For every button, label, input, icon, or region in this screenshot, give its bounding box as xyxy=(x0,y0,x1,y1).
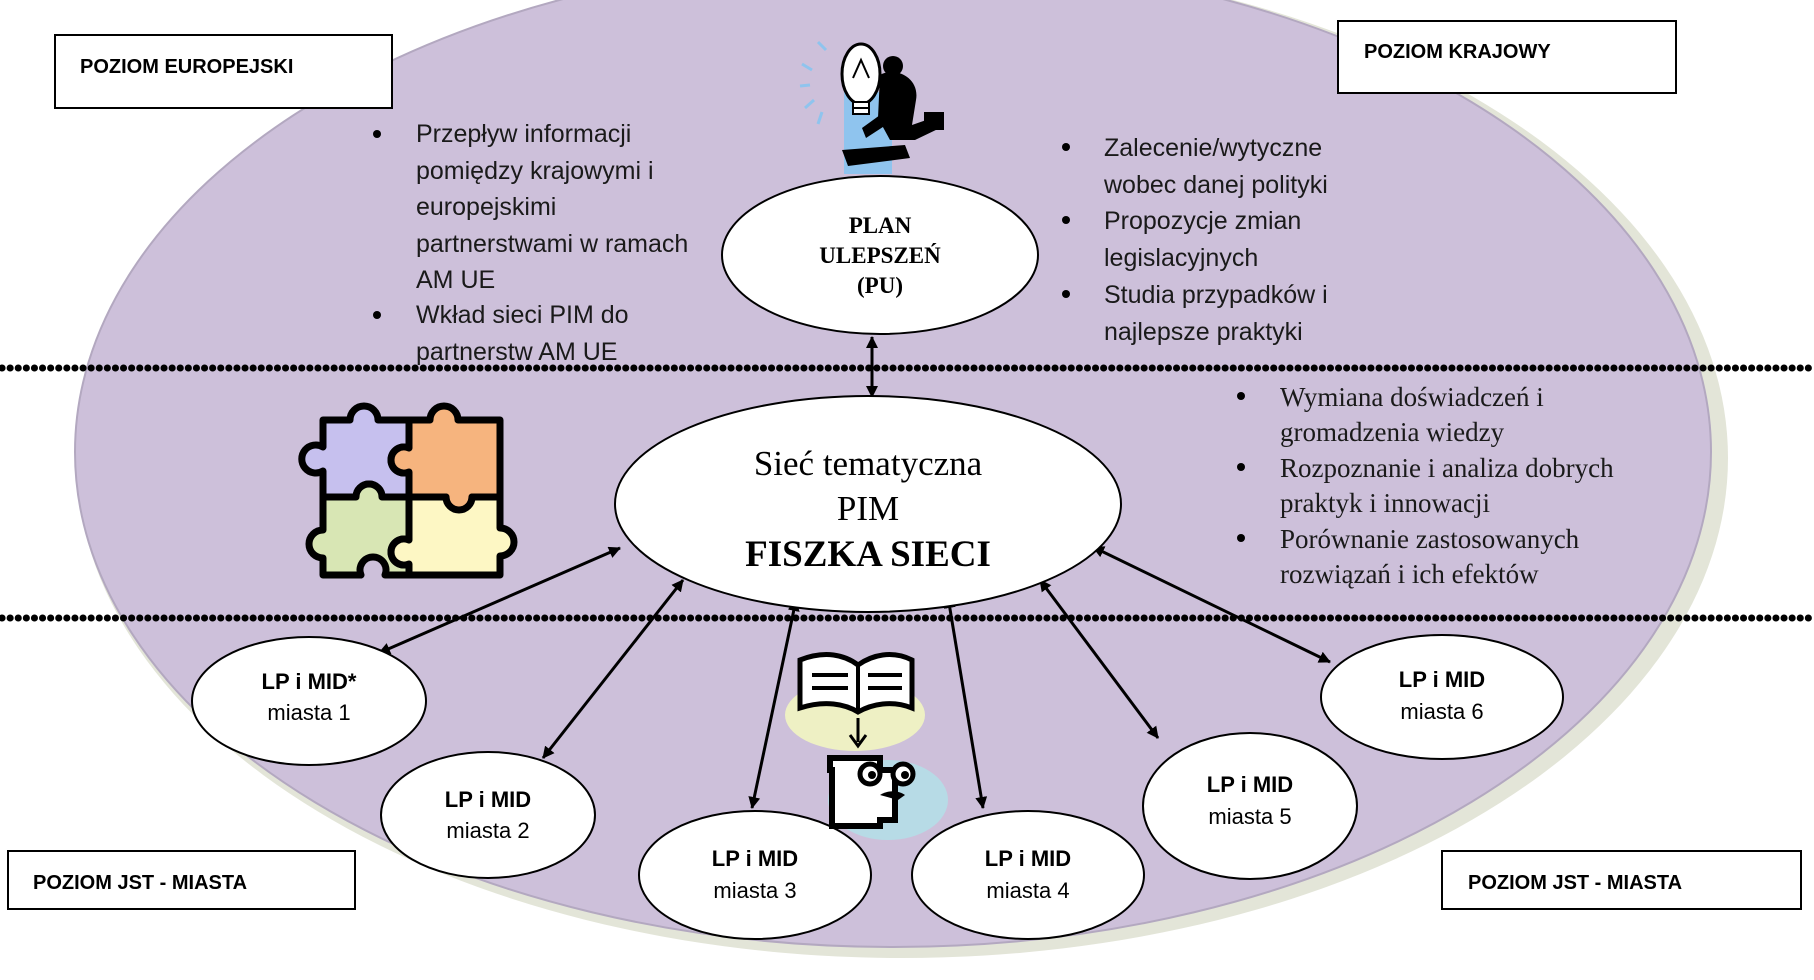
eu-bullet1-line2: pomiędzy krajowymi i xyxy=(416,157,654,185)
eu-bullet2-line2: partnerstw AM UE xyxy=(416,338,617,366)
level-local-right: POZIOM JST - MIASTA xyxy=(1441,850,1802,910)
city-4-title: LP i MID xyxy=(985,846,1071,871)
eu-bullet1-line4: partnerstwami w ramach xyxy=(416,230,688,258)
level-local-left-label: POZIOM JST - MIASTA xyxy=(33,872,247,894)
level-national-label: POZIOM KRAJOWY xyxy=(1364,41,1551,63)
eu-bullet1-line1: Przepływ informacji xyxy=(416,120,631,148)
national-bullets: Zalecenie/wytyczne wobec danej polityki … xyxy=(1062,134,1328,346)
net-bullet1-line2: gromadzenia wiedzy xyxy=(1280,417,1505,447)
level-national: POZIOM KRAJOWY xyxy=(1337,20,1677,94)
city-1-name: miasta 1 xyxy=(267,700,350,725)
city-node-2: LP i MID miasta 2 xyxy=(380,751,596,879)
city-3-title: LP i MID xyxy=(712,846,798,871)
city-node-1: LP i MID* miasta 1 xyxy=(191,636,427,766)
city-6-title: LP i MID xyxy=(1399,667,1485,692)
plan-line2: ULEPSZEŃ xyxy=(819,243,941,268)
city-5-title: LP i MID xyxy=(1207,772,1293,797)
net-bullet2-line2: praktyk i innowacji xyxy=(1280,488,1490,518)
eu-bullet1-line5: AM UE xyxy=(416,266,495,294)
arrow-center-city6 xyxy=(1092,545,1331,664)
book-reader-icon xyxy=(785,652,948,840)
nat-bullet1-line2: wobec danej polityki xyxy=(1103,171,1328,199)
nat-bullet2-line1: Propozycje zmian xyxy=(1104,207,1301,235)
level-european: POZIOM EUROPEJSKI xyxy=(54,34,393,109)
city-2-title: LP i MID xyxy=(445,787,531,812)
net-bullet1-line1: Wymiana doświadczeń i xyxy=(1280,382,1544,412)
level-european-label: POZIOM EUROPEJSKI xyxy=(80,56,293,78)
level-local-right-label: POZIOM JST - MIASTA xyxy=(1468,872,1682,894)
city-node-4: LP i MID miasta 4 xyxy=(911,810,1145,940)
plan-line1: PLAN xyxy=(849,213,912,238)
plan-line3: (PU) xyxy=(857,273,903,298)
city-node-5: LP i MID miasta 5 xyxy=(1142,732,1358,880)
arrow-center-city4 xyxy=(943,596,988,809)
city-1-title: LP i MID* xyxy=(262,669,357,694)
city-6-name: miasta 6 xyxy=(1400,699,1483,724)
center-line3: FISZKA SIECI xyxy=(745,534,991,575)
european-bullets: Przepływ informacji pomiędzy krajowymi i… xyxy=(373,120,688,366)
city-node-3: LP i MID miasta 3 xyxy=(638,810,872,940)
nat-bullet2-line2: legislacyjnych xyxy=(1104,244,1258,272)
nat-bullet3-line1: Studia przypadków i xyxy=(1104,281,1328,309)
puzzle-icon xyxy=(298,402,518,579)
city-2-name: miasta 2 xyxy=(446,818,529,843)
center-node: Sieć tematyczna PIM FISZKA SIECI xyxy=(614,395,1122,613)
eu-bullet2-line1: Wkład sieci PIM do xyxy=(416,301,629,329)
nat-bullet3-line2: najlepsze praktyki xyxy=(1104,318,1303,346)
level-local-left: POZIOM JST - MIASTA xyxy=(7,850,356,910)
arrow-center-city1 xyxy=(378,546,621,655)
city-3-name: miasta 3 xyxy=(713,878,796,903)
plan-node: PLAN ULEPSZEŃ (PU) xyxy=(721,175,1039,335)
net-bullet2-line1: Rozpoznanie i analiza dobrych xyxy=(1280,453,1614,483)
city-4-name: miasta 4 xyxy=(986,878,1069,903)
arrow-center-city3 xyxy=(748,599,800,809)
network-bullets: Wymiana doświadczeń i gromadzenia wiedzy… xyxy=(1237,382,1614,589)
nat-bullet1-line1: Zalecenie/wytyczne xyxy=(1104,134,1322,162)
idea-businessman-icon xyxy=(799,40,944,174)
city-5-name: miasta 5 xyxy=(1208,804,1291,829)
center-line2: PIM xyxy=(837,489,899,528)
net-bullet3-line2: rozwiązań i ich efektów xyxy=(1280,559,1539,589)
net-bullet3-line1: Porównanie zastosowanych xyxy=(1280,524,1580,554)
arrow-center-city2 xyxy=(541,579,685,759)
center-line1: Sieć tematyczna xyxy=(754,444,983,483)
connector-arrows xyxy=(378,336,1331,809)
city-node-6: LP i MID miasta 6 xyxy=(1320,634,1564,760)
eu-bullet1-line3: europejskimi xyxy=(416,193,556,221)
